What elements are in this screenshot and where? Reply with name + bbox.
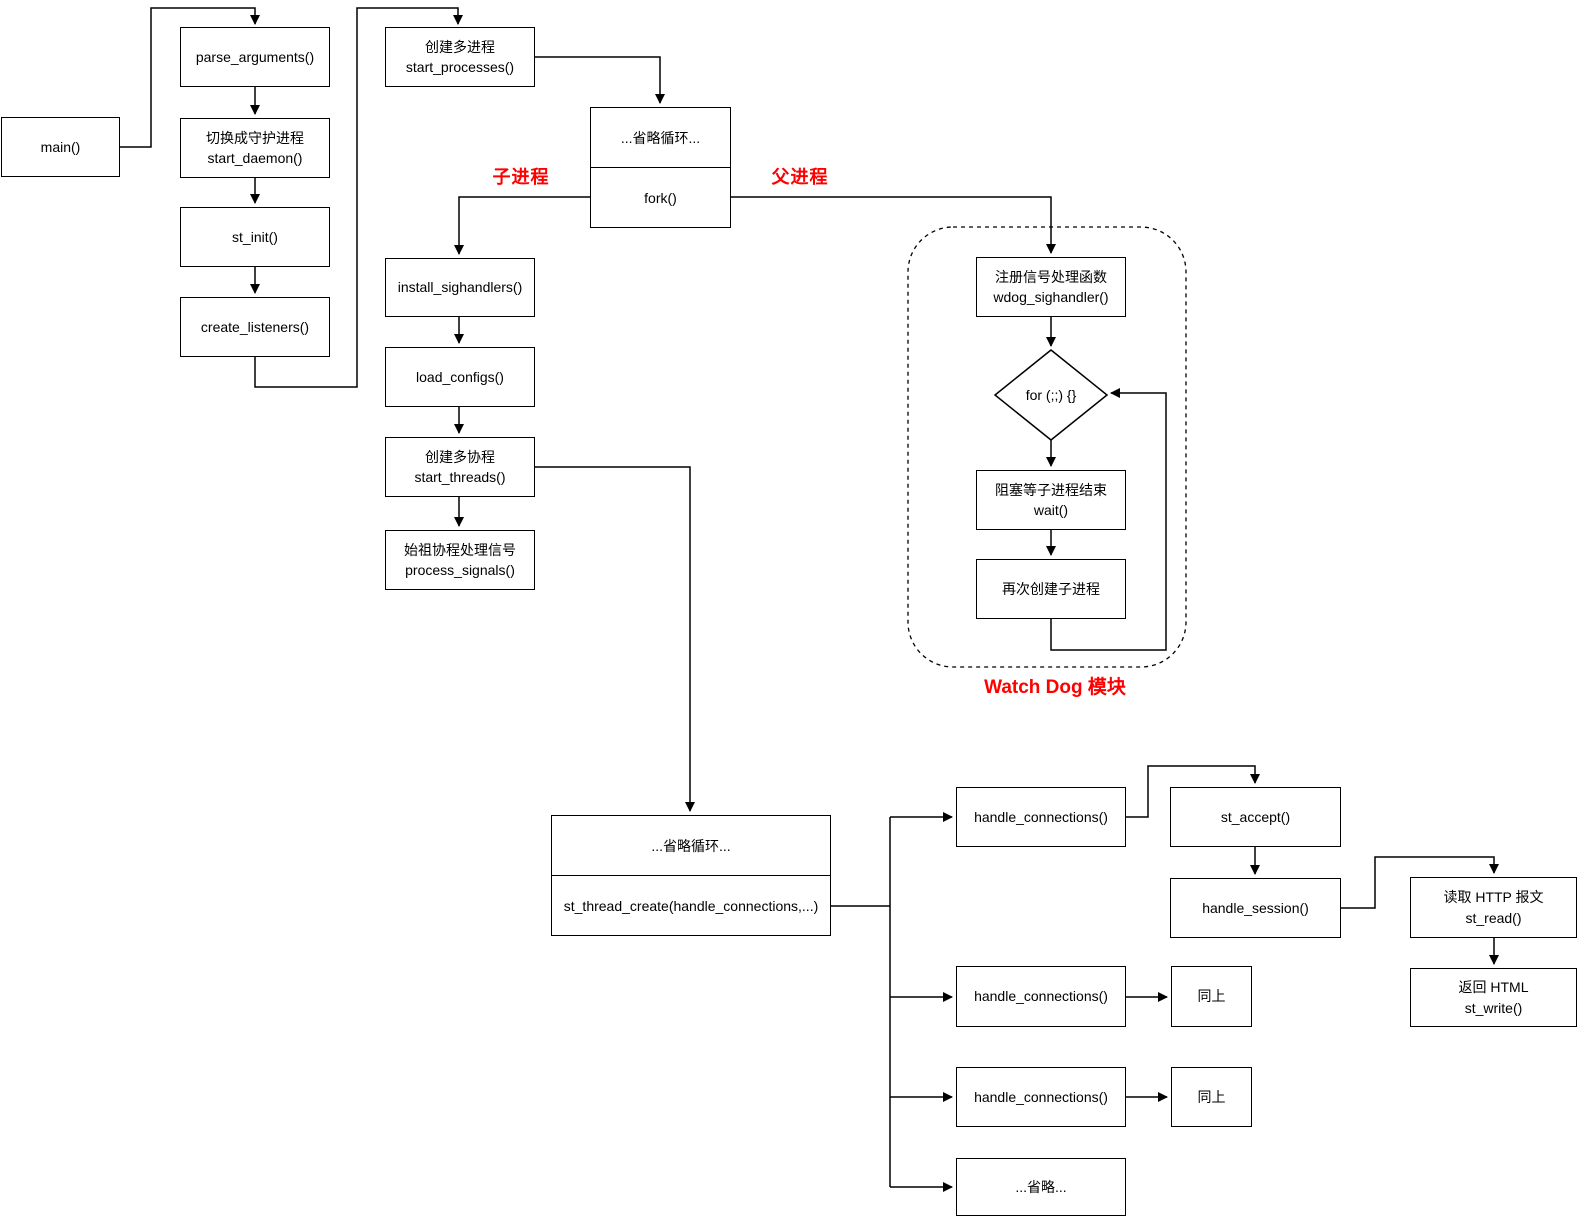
node-ditto-2: 同上	[1171, 1067, 1252, 1127]
node-wdog-sighandler-desc: 注册信号处理函数	[995, 268, 1107, 285]
edge-fork-parent-to-wdog-sighandler	[731, 196, 1056, 254]
node-fork-label: fork()	[644, 189, 677, 206]
node-recreate-child-label: 再次创建子进程	[1002, 580, 1100, 597]
node-omit-loop-bottom: ...省略循环...	[552, 816, 830, 875]
node-create-listeners: create_listeners()	[180, 297, 330, 357]
node-start-threads-func: start_threads()	[414, 469, 506, 485]
node-for-loop: for (;;) {}	[995, 380, 1107, 410]
node-st-read-func: st_read()	[1465, 909, 1522, 926]
edge-fork-child-to-install-sighandlers	[454, 196, 590, 255]
node-wait: 阻塞等子进程结束 wait()	[976, 470, 1126, 530]
node-start-processes-desc: 创建多进程	[425, 38, 495, 55]
node-omit-loop-top-label: ...省略循环...	[620, 129, 701, 146]
edge-main-to-parse-arguments	[120, 7, 260, 148]
edge-handle-session-to-st-read	[1341, 856, 1499, 909]
node-st-thread-create-label: st_thread_create(handle_connections,...)	[563, 897, 819, 914]
node-for-loop-label: for (;;) {}	[1025, 387, 1077, 403]
node-st-thread-create: st_thread_create(handle_connections,...)	[552, 875, 830, 935]
node-wait-desc: 阻塞等子进程结束	[995, 481, 1107, 498]
node-ditto-2-label: 同上	[1197, 1088, 1226, 1105]
edge-handle-connections-1-to-st-accept	[1126, 765, 1260, 818]
node-start-daemon-func: start_daemon()	[207, 150, 303, 166]
node-main: main()	[1, 117, 120, 177]
edge-label-child-process: 子进程	[492, 167, 550, 187]
node-handle-session-label: handle_session()	[1202, 899, 1309, 916]
node-parse-arguments-label: parse_arguments()	[195, 48, 315, 65]
edge-start-threads-to-thread-loop	[535, 466, 695, 812]
node-load-configs-label: load_configs()	[416, 368, 504, 385]
node-ditto-1-label: 同上	[1197, 988, 1226, 1005]
node-start-daemon-desc: 切换成守护进程	[206, 129, 304, 146]
node-handle-connections-3: handle_connections()	[956, 1067, 1126, 1127]
node-handle-connections-1: handle_connections()	[956, 787, 1126, 847]
node-st-write: 返回 HTML st_write()	[1410, 968, 1577, 1027]
node-st-init: st_init()	[180, 207, 330, 267]
node-st-accept: st_accept()	[1170, 787, 1341, 847]
node-wait-func: wait()	[1033, 502, 1069, 518]
node-process-signals-desc: 始祖协程处理信号	[404, 541, 516, 558]
node-omit-loop-bottom-label: ...省略循环...	[651, 837, 731, 854]
node-start-processes: 创建多进程 start_processes()	[385, 27, 535, 87]
node-st-read-desc: 读取 HTTP 报文	[1443, 889, 1544, 906]
node-omit-label: ...省略...	[1015, 1178, 1067, 1195]
node-thread-loop-group: ...省略循环... st_thread_create(handle_conne…	[551, 815, 831, 936]
node-start-threads: 创建多协程 start_threads()	[385, 437, 535, 497]
node-process-signals-func: process_signals()	[405, 562, 515, 578]
node-wdog-sighandler-func: wdog_sighandler()	[993, 289, 1109, 305]
node-handle-session: handle_session()	[1170, 878, 1341, 938]
node-handle-connections-1-label: handle_connections()	[974, 808, 1108, 825]
module-label-watchdog: Watch Dog 模块	[984, 677, 1126, 698]
node-load-configs: load_configs()	[385, 347, 535, 407]
node-install-sighandlers: install_sighandlers()	[385, 258, 535, 317]
edge-label-parent-process: 父进程	[771, 167, 829, 187]
node-ditto-1: 同上	[1171, 966, 1252, 1027]
node-create-listeners-label: create_listeners()	[200, 318, 310, 335]
node-recreate-child: 再次创建子进程	[976, 559, 1126, 619]
node-handle-connections-3-label: handle_connections()	[974, 1088, 1108, 1105]
node-main-label: main()	[40, 138, 81, 155]
node-install-sighandlers-label: install_sighandlers()	[397, 279, 523, 296]
node-start-daemon: 切换成守护进程 start_daemon()	[180, 118, 330, 178]
node-process-signals: 始祖协程处理信号 process_signals()	[385, 530, 535, 590]
node-start-processes-func: start_processes()	[405, 59, 515, 75]
node-wdog-sighandler: 注册信号处理函数 wdog_sighandler()	[976, 257, 1126, 317]
node-handle-connections-2: handle_connections()	[956, 966, 1126, 1027]
node-omit-loop-top: ...省略循环...	[591, 108, 730, 167]
node-fork-loop-group: ...省略循环... fork()	[590, 107, 731, 228]
node-fork: fork()	[591, 167, 730, 227]
node-st-init-label: st_init()	[232, 228, 278, 245]
node-st-read: 读取 HTTP 报文 st_read()	[1410, 877, 1577, 938]
node-parse-arguments: parse_arguments()	[180, 27, 330, 87]
edge-start-processes-to-fork-loop	[535, 56, 665, 104]
node-st-write-desc: 返回 HTML	[1458, 979, 1529, 996]
node-handle-connections-2-label: handle_connections()	[974, 988, 1108, 1005]
watchdog-module-boundary	[907, 226, 1187, 668]
node-st-write-func: st_write()	[1464, 999, 1523, 1016]
edge-create-listeners-to-start-processes	[254, 7, 463, 388]
node-st-accept-label: st_accept()	[1220, 808, 1291, 825]
node-omit: ...省略...	[956, 1158, 1126, 1216]
edge-recreate-child-loop-back	[1050, 388, 1167, 651]
node-start-threads-desc: 创建多协程	[425, 448, 495, 465]
